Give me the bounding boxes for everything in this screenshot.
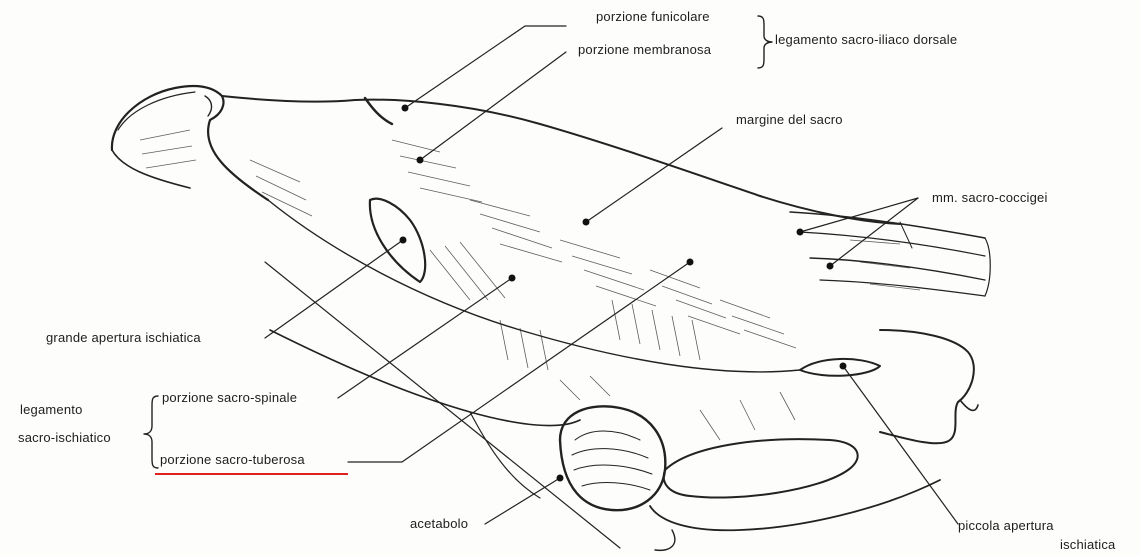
dot-sacro-tuberosa bbox=[687, 259, 694, 266]
leader-porzione-membranosa bbox=[420, 52, 566, 160]
ilium-wing bbox=[112, 86, 268, 200]
label-ischiatica: ischiatica bbox=[1060, 537, 1115, 553]
label-margine-del-sacro: margine del sacro bbox=[736, 112, 843, 128]
leader-ligament-line bbox=[265, 262, 620, 548]
dot-margine bbox=[583, 219, 590, 226]
brace-sacro-ischiatico bbox=[144, 396, 158, 468]
great-sciatic-foramen bbox=[370, 199, 425, 282]
dot-sacro-spinale bbox=[509, 275, 516, 282]
obturator-foramen bbox=[664, 439, 858, 497]
label-porzione-funicolare: porzione funicolare bbox=[596, 9, 710, 25]
dot-coccigei-2 bbox=[827, 263, 834, 270]
dot-grande-apertura bbox=[400, 237, 407, 244]
label-piccola-apertura: piccola apertura bbox=[958, 518, 1054, 534]
dot-acetabolo bbox=[557, 475, 564, 482]
label-sacro-ischiatico: sacro-ischiatico bbox=[18, 430, 111, 446]
label-porzione-membranosa: porzione membranosa bbox=[578, 42, 711, 58]
label-porzione-sacro-spinale: porzione sacro-spinale bbox=[162, 390, 297, 406]
label-grande-apertura-ischiatica: grande apertura ischiatica bbox=[46, 330, 201, 346]
leader-grande-apertura bbox=[265, 240, 403, 338]
dot-funicolare bbox=[402, 105, 409, 112]
brace-sacro-iliaco bbox=[758, 16, 772, 68]
label-mm-sacro-coccigei: mm. sacro-coccigei bbox=[932, 190, 1048, 206]
ischial-tuberosity bbox=[880, 330, 974, 443]
dot-coccigei-1 bbox=[797, 229, 804, 236]
dot-piccola-apertura bbox=[840, 363, 847, 370]
label-legamento-sacro-iliaco-dorsale: legamento sacro-iliaco dorsale bbox=[775, 32, 957, 48]
leader-porzione-funicolare bbox=[405, 26, 566, 108]
leader-sacro-spinale bbox=[338, 278, 512, 398]
highlight-underline bbox=[155, 473, 348, 475]
leader-sacro-tuberosa bbox=[348, 262, 690, 462]
label-acetabolo: acetabolo bbox=[410, 516, 468, 532]
leader-mm-sacro-coccigei-1 bbox=[800, 198, 918, 232]
label-legamento: legamento bbox=[20, 402, 83, 418]
leader-piccola-apertura bbox=[843, 366, 958, 524]
dot-membranosa bbox=[417, 157, 424, 164]
label-porzione-sacro-tuberosa: porzione sacro-tuberosa bbox=[160, 452, 305, 468]
